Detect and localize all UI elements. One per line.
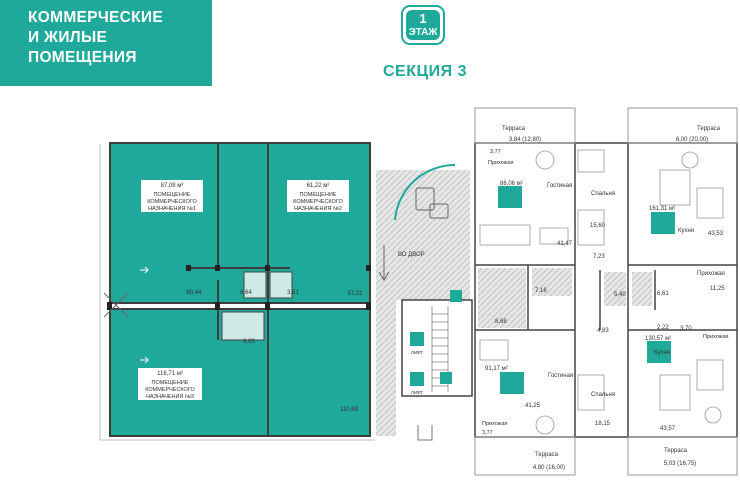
stair-sign-icon	[450, 290, 462, 302]
title-line-1: КОММЕРЧЕСКИЕ	[28, 9, 163, 26]
apt4-wc-area: 2,22	[657, 325, 669, 331]
apt1-hall: Прихожая	[488, 160, 514, 166]
apt3-terrace-area: 4,80 (16,00)	[533, 465, 565, 471]
premise-3-name-3: НАЗНАЧЕНИЯ №3	[146, 394, 194, 400]
apt3-wc-area: 8,68	[495, 319, 507, 325]
apt3-hall: Прихожая	[482, 421, 508, 427]
apt2-terrace-label: Терраса	[697, 126, 721, 132]
floor-word: ЭТАЖ	[408, 27, 438, 38]
wet-zone-a1b	[532, 268, 572, 296]
apt1-wc-area: 7,23	[593, 254, 605, 260]
title-line-2: И ЖИЛЫЕ	[28, 29, 108, 46]
lift-1-label: ЛИФТ	[411, 350, 423, 355]
apt2-hall: Прихожая	[697, 271, 725, 277]
premise-1-name-1: ПОМЕЩЕНИЕ	[154, 192, 191, 198]
room-area-110-68: 110,68	[340, 407, 359, 413]
title-line-3: ПОМЕЩЕНИЯ	[28, 49, 137, 66]
room-area-80-44: 80,44	[186, 290, 202, 296]
premise-1-area: 87,08 м²	[161, 183, 184, 189]
apt1-area: 86,06 м²	[500, 181, 523, 187]
apt2-terrace-area: 6,00 (20,00)	[676, 137, 708, 143]
apt3-bed: Спальня	[591, 392, 615, 398]
apt4-terrace-area: 5,03 (16,75)	[664, 461, 696, 467]
premise-1-label-box	[141, 180, 203, 212]
premise-2-name-3: НАЗНАЧЕНИЯ №2	[294, 206, 342, 212]
apt3-bed-area: 18,15	[595, 421, 611, 427]
lift-2-icon[interactable]	[410, 372, 424, 386]
stair-lift-core: ЛИФТ ЛИФТ	[401, 290, 473, 441]
apt4-area: 130,57 м²	[645, 336, 671, 342]
apt2-hall-area: 11,25	[710, 286, 725, 292]
floor-number: 1	[419, 11, 427, 26]
premise-2-area: 61,22 м²	[307, 183, 330, 189]
premise-2-label-box	[287, 180, 349, 212]
premise-3-name-2: КОММЕРЧЕСКОГО	[145, 387, 195, 393]
wet-zone-a2	[604, 272, 626, 306]
apt1-hall-area: 3,77	[490, 149, 501, 155]
floor-badge-inner: 1 ЭТАЖ	[406, 10, 440, 40]
wet-zone-a1	[478, 268, 526, 300]
apt2-bath-area: 5,40	[614, 292, 626, 298]
passage: ВО ДВОР	[376, 163, 470, 436]
apt3-bath-area: 4,83	[597, 328, 609, 334]
apt3-area: 91,17 м²	[485, 366, 508, 372]
passage-label: ВО ДВОР	[398, 252, 425, 258]
premise-1-name-2: КОММЕРЧЕСКОГО	[147, 199, 197, 205]
residential-block	[474, 142, 738, 438]
room-area-6-64: 6,64	[240, 290, 252, 296]
floor-badge[interactable]: 1 ЭТАЖ	[401, 5, 445, 45]
wet-zone-a3	[478, 300, 526, 328]
apt1-terrace-area: 3,84 (12,80)	[509, 137, 541, 143]
section-title: СЕКЦИЯ 3	[383, 63, 468, 80]
apt2-area: 161,31 м²	[649, 206, 675, 212]
header-panel: КОММЕРЧЕСКИЕ И ЖИЛЫЕ ПОМЕЩЕНИЯ	[0, 0, 212, 86]
apt2-kitchen-area: 43,53	[708, 231, 724, 237]
apt2-kitchen: Кухня	[678, 228, 694, 234]
premise-3-name-1: ПОМЕЩЕНИЕ	[152, 380, 189, 386]
room-area-6-03: 6,03	[243, 339, 255, 345]
premise-2-name-2: КОММЕРЧЕСКОГО	[293, 199, 343, 205]
apt4-kitchen: Кухня	[654, 350, 670, 356]
apt2-wc-area: 6,61	[657, 291, 669, 297]
lift-1-icon[interactable]	[410, 332, 424, 346]
lift-2-label: ЛИФТ	[411, 390, 423, 395]
room-area-57-31: 57,31	[347, 291, 363, 297]
apt4-terrace-label: Терраса	[664, 448, 688, 454]
accessible-icon	[440, 372, 452, 384]
room-area-3-91: 3,91	[287, 290, 299, 296]
furniture	[479, 149, 724, 435]
apt1-living-area: 41,47	[557, 241, 573, 247]
commercial-premise-1[interactable]	[110, 143, 268, 303]
apt3-terrace-label: Терраса	[535, 452, 559, 458]
apt1-terrace-label: Терраса	[502, 126, 526, 132]
apt4-kitchen-area: 43,57	[660, 426, 676, 432]
apt1-living: Гостиная	[547, 183, 572, 189]
apt4-hall: Прихожая	[703, 334, 729, 340]
premise-1-name-3: НАЗНАЧЕНИЯ №1	[148, 206, 196, 212]
premise-3-area: 116,71 м²	[157, 371, 183, 377]
apt3-hall-area: 3,77	[482, 430, 493, 436]
apt4-hall-area: 3,70	[680, 326, 692, 332]
terraces	[474, 107, 738, 476]
apartment-badges	[498, 186, 675, 394]
apt1-bed-area: 15,60	[590, 223, 606, 229]
apt3-living: Гостиная	[548, 373, 573, 379]
wet-zone-a4	[632, 272, 652, 306]
apt1-bed: Спальня	[591, 191, 615, 197]
premise-3-label-box	[138, 368, 202, 400]
apt1-bath-area: 7,16	[535, 288, 547, 294]
apt3-living-area: 41,25	[525, 403, 541, 409]
premise-2-name-1: ПОМЕЩЕНИЕ	[300, 192, 337, 198]
